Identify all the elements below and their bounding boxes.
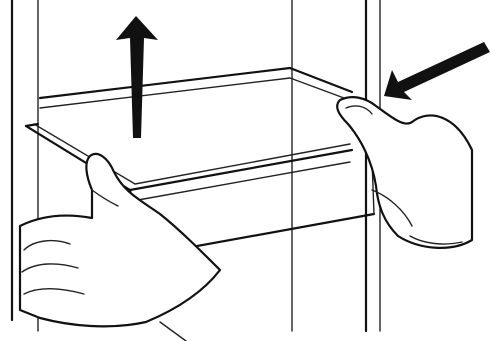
tray-front-top-edge [26,126,352,190]
up-arrow-icon [116,16,158,138]
right-hand-shape [337,97,472,248]
right-hand-icon [337,97,472,248]
push-arrow-icon [384,42,490,100]
tray-front-inner-edge [34,124,350,184]
shelf-back [40,68,352,108]
left-wrist-line [160,322,186,341]
tray-lip-line [138,162,350,200]
left-hand-icon [20,154,220,341]
